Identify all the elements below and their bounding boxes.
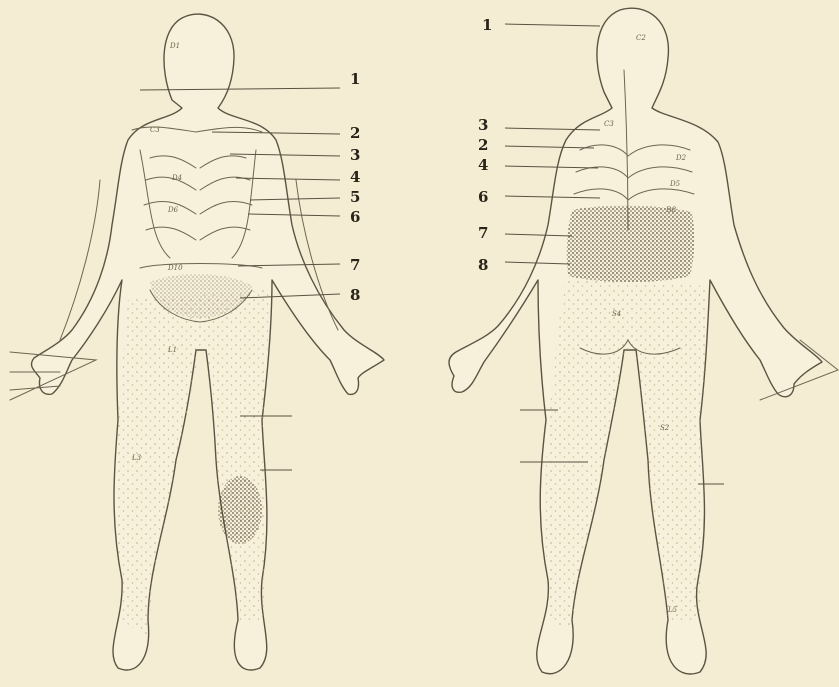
front-label-1: 1	[350, 70, 360, 88]
front-label-6: 6	[350, 208, 360, 226]
svg-text:L1: L1	[167, 346, 177, 354]
back-label-4: 4	[478, 156, 488, 174]
back-label-8: 8	[478, 256, 488, 274]
svg-text:D4: D4	[171, 174, 182, 182]
svg-text:D5: D5	[669, 180, 681, 188]
back-dense-lumbar	[567, 206, 694, 282]
svg-text:D2: D2	[675, 154, 687, 162]
front-dense-knee	[218, 476, 262, 544]
svg-text:D1: D1	[169, 42, 180, 50]
front-label-5: 5	[350, 188, 360, 206]
front-label-3: 3	[350, 146, 360, 164]
front-label-4: 4	[350, 168, 360, 186]
back-label-2: 2	[478, 136, 488, 154]
svg-text:D6: D6	[167, 206, 179, 214]
back-label-1: 1	[482, 16, 492, 34]
front-label-7: 7	[350, 256, 360, 274]
back-stipple-lower	[544, 280, 706, 630]
back-label-7: 7	[478, 224, 488, 242]
svg-text:D10: D10	[167, 264, 183, 272]
back-label-3: 3	[478, 116, 488, 134]
svg-text:D8: D8	[665, 206, 677, 214]
front-label-2: 2	[350, 124, 360, 142]
svg-text:L3: L3	[131, 454, 142, 462]
svg-text:C2: C2	[636, 34, 646, 42]
svg-text:L5: L5	[667, 606, 678, 614]
back-figure: C2 C3 D2 D5 D8 S4 S2 L5	[449, 8, 838, 674]
svg-text:C3: C3	[604, 120, 614, 128]
front-stipple-lower	[116, 290, 268, 640]
front-label-8: 8	[350, 286, 360, 304]
svg-text:S4: S4	[612, 310, 621, 318]
back-label-group: 1 3 2 4 6 7 8	[478, 16, 492, 274]
front-label-group: 1 2 3 4 5 6 7 8	[350, 70, 360, 304]
back-label-6: 6	[478, 188, 488, 206]
svg-text:S2: S2	[660, 424, 670, 432]
front-figure: D1 C3 D4 D6 D10 L1 L3	[10, 14, 384, 670]
svg-text:C3: C3	[150, 126, 160, 134]
